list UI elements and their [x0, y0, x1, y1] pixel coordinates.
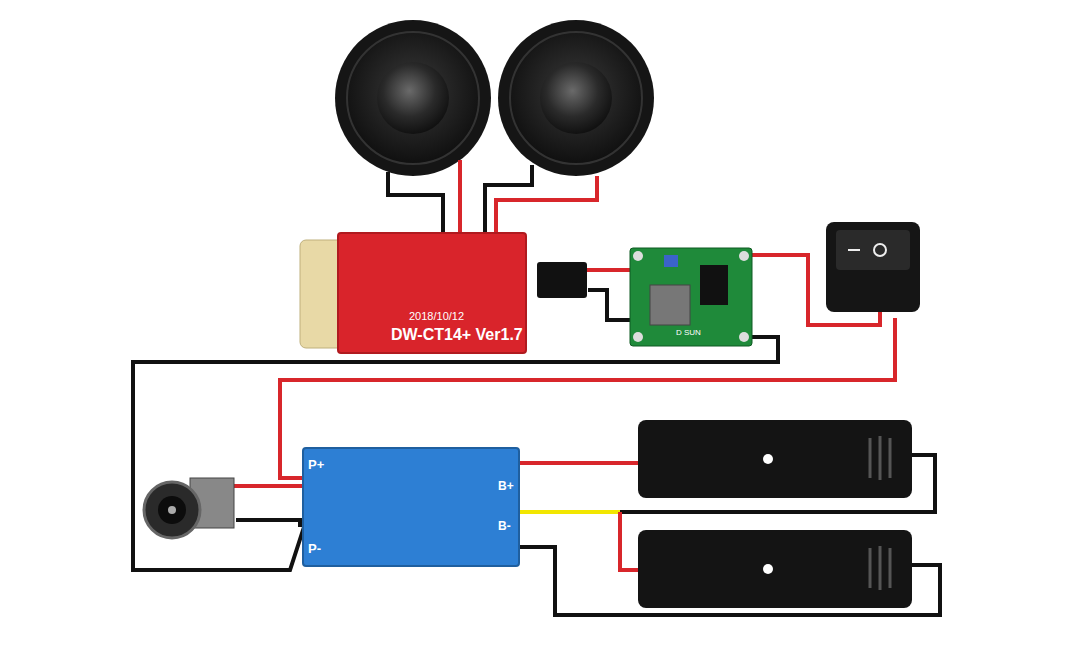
speaker-left	[335, 20, 491, 176]
dc-jack	[144, 478, 234, 538]
power-wires	[133, 255, 940, 615]
board-label: B-	[498, 519, 511, 533]
board-label: P-	[308, 541, 321, 556]
board-label: DW-CT14+ Ver1.7	[391, 326, 523, 344]
bms-board: P+ P- B+ B-	[302, 447, 520, 567]
speaker-right	[498, 20, 654, 176]
board-label: P+	[308, 457, 324, 472]
board-label: B+	[498, 479, 514, 493]
battery-holders	[638, 420, 912, 608]
rocker-switch	[826, 222, 920, 312]
chip-label: D SUN	[676, 328, 701, 337]
amp-board: 2018/10/12DW-CT14+ Ver1.7	[337, 232, 527, 354]
board-label: 2018/10/12	[409, 310, 464, 322]
buck-converter	[630, 248, 752, 346]
